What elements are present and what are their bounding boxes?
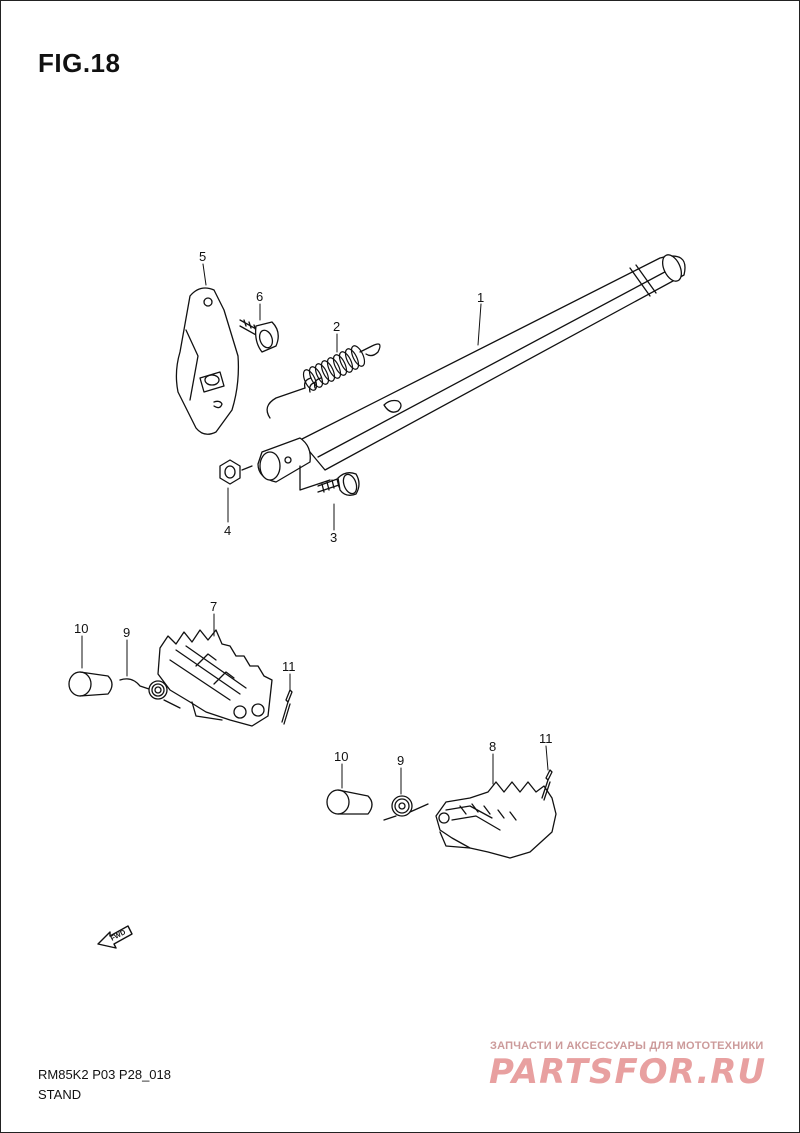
figure-title: FIG.18 (38, 48, 121, 78)
callout-10-left: 10 (74, 621, 88, 636)
cotter-pin-left[interactable] (281, 689, 293, 725)
watermark-tagline: ЗАПЧАСТИ И АКСЕССУАРЫ ДЛЯ МОТОТЕХНИКИ (490, 1040, 764, 1052)
side-stand-tube[interactable] (257, 252, 686, 491)
callout-11-left: 11 (282, 659, 296, 674)
stand-spring[interactable] (266, 343, 381, 419)
pivot-nut[interactable] (219, 459, 253, 485)
callout-9-left: 9 (123, 625, 130, 640)
footrest-pin-left[interactable] (68, 671, 113, 697)
callout-4: 4 (224, 523, 231, 538)
callout-11-right: 11 (539, 731, 553, 746)
bracket-bolt[interactable] (239, 319, 279, 353)
footrest-pin-right[interactable] (326, 789, 373, 815)
cotter-pin-right[interactable] (541, 769, 553, 801)
footrest-spring-right[interactable] (383, 795, 429, 821)
footrest-spring-left[interactable] (119, 678, 181, 709)
pivot-bolt[interactable] (317, 472, 360, 496)
stand-bracket[interactable] (175, 287, 240, 435)
callout-3: 3 (330, 530, 337, 545)
callout-2: 2 (333, 319, 340, 334)
section-name: STAND (38, 1087, 82, 1102)
callout-8: 8 (489, 739, 496, 754)
footrest-left[interactable] (157, 629, 273, 727)
callout-10-right: 10 (334, 749, 348, 764)
footrest-right[interactable] (435, 781, 557, 859)
callout-9-right: 9 (397, 753, 404, 768)
callout-7: 7 (210, 599, 217, 614)
callout-5: 5 (199, 249, 206, 264)
watermark-brand: PARTSFOR.RU (489, 1052, 767, 1092)
model-code: RM85K2 P03 P28_018 (38, 1067, 171, 1082)
callout-6: 6 (256, 289, 263, 304)
forward-arrow-icon: FWD (97, 925, 133, 949)
callout-1: 1 (477, 290, 484, 305)
